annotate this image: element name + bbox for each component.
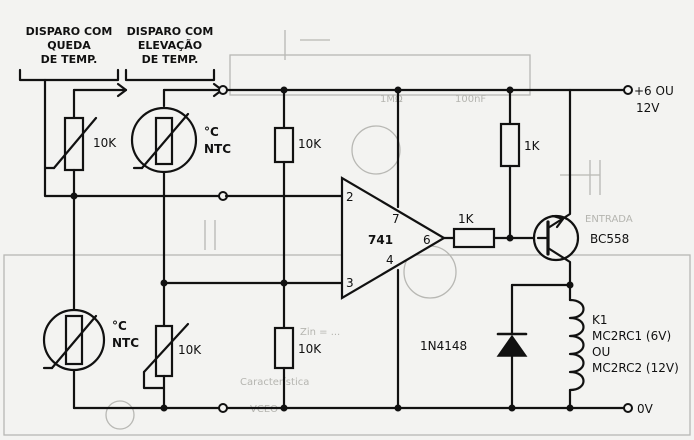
caption-rise: DISPARO COM ELEVAÇÃO DE TEMP.	[127, 25, 214, 66]
svg-text:ENTRADA: ENTRADA	[585, 214, 633, 225]
svg-text:1MΩ: 1MΩ	[380, 94, 403, 105]
caption-drop: DISPARO COM QUEDA DE TEMP.	[26, 25, 113, 66]
label-supply-plus-1: +6 OU	[634, 84, 674, 98]
background-bleed: ENTRADA Característica VCEO Zin = ... 1M…	[3, 30, 691, 436]
label-opamp: 741	[368, 233, 393, 247]
label-trimmer: 10K	[178, 343, 202, 357]
label-supply-plus-2: 12V	[636, 101, 660, 115]
caption-drop-line2: QUEDA	[47, 39, 91, 52]
svg-text:Zin = ...: Zin = ...	[300, 327, 340, 338]
caption-rise-line1: DISPARO COM	[127, 25, 214, 38]
caption-drop-line3: DE TEMP.	[41, 53, 98, 66]
caption-bracket-left	[18, 68, 120, 82]
label-transistor: BC558	[590, 232, 629, 246]
label-relay-name: K1	[592, 313, 608, 327]
caption-drop-line1: DISPARO COM	[26, 25, 113, 38]
label-pin7: 7	[392, 212, 400, 226]
resistor-pullup-1k	[499, 122, 521, 168]
label-pin2: 2	[346, 190, 354, 204]
label-r-pullup: 1K	[524, 139, 541, 153]
relay-coil-k1	[568, 298, 585, 392]
label-pin4: 4	[386, 253, 394, 267]
caption-bracket-right	[124, 68, 216, 82]
label-relay-line1: MC2RC1 (6V)	[592, 329, 671, 343]
diode-1n4148	[496, 334, 528, 357]
label-relay-line3: MC2RC2 (12V)	[592, 361, 679, 375]
svg-text:Característica: Característica	[240, 376, 309, 388]
resistor-base-1k	[452, 227, 496, 249]
caption-rise-line3: DE TEMP.	[142, 53, 199, 66]
resistor-divider-bottom	[273, 326, 295, 370]
transistor-emitter-arrow	[551, 214, 565, 229]
junction-dots	[70, 86, 574, 412]
svg-text:VCEO: VCEO	[250, 404, 278, 415]
label-ntc-top-sym: °C	[204, 125, 219, 139]
label-diode: 1N4148	[420, 339, 467, 353]
terminal-plus	[623, 85, 633, 95]
label-pin6: 6	[423, 233, 431, 247]
thermistor-slope-left	[52, 116, 98, 170]
terminal-bottom-left	[218, 403, 228, 413]
caption-arrow-line-left	[43, 78, 74, 198]
label-ground: 0V	[637, 402, 654, 416]
terminal-top-left	[218, 85, 228, 95]
svg-text:100nF: 100nF	[455, 94, 486, 105]
label-ntc-bottom: NTC	[112, 336, 139, 350]
label-relay-line2: OU	[592, 345, 610, 359]
label-ntc-bottom-sym: °C	[112, 319, 127, 333]
label-r-left: 10K	[93, 136, 117, 150]
label-r-div-bottom: 10K	[298, 342, 322, 356]
label-ntc-top: NTC	[204, 142, 231, 156]
terminal-ground	[623, 403, 633, 413]
label-r-base: 1K	[458, 212, 475, 226]
resistor-divider-top	[273, 126, 295, 164]
caption-rise-line2: ELEVAÇÃO	[138, 39, 202, 52]
label-pin3: 3	[346, 276, 354, 290]
label-r-div-top: 10K	[298, 137, 322, 151]
opamp-741	[340, 176, 447, 300]
